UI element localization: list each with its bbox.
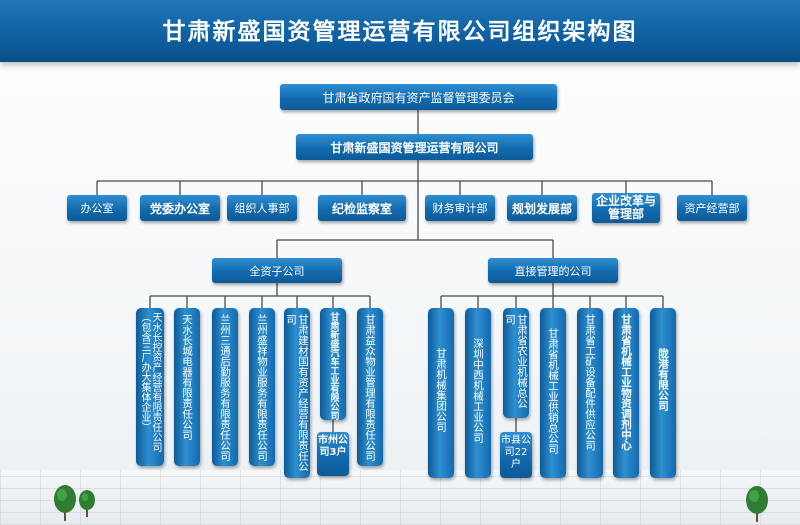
dept-reform: 企业改革与管理部 [592,193,660,223]
group-wholly-owned: 全资子公司 [212,258,342,283]
direct-company-6: 甘肃省机械工业物资调剂中心 [613,308,639,478]
dept-hr: 组织人事部 [227,195,297,221]
page-title: 甘肃新盛国资管理运营有限公司组织架构图 [162,19,638,45]
direct-sub-box: 市县公司22户 [500,432,532,478]
wholly-company-4: 兰州盛祥物业服务有限责任公司 [249,308,275,466]
floor-grid [0,470,800,525]
dept-planning: 规划发展部 [507,195,577,221]
tree-icon [79,490,95,517]
wholly-sub-box: 市州公司3户 [317,432,349,476]
dept-assets: 资产经营部 [677,195,747,221]
direct-company-3: 甘肃省农业机械总公司 [503,308,529,418]
direct-company-5: 甘肃省工矿设备配件供应公司 [577,308,603,478]
wholly-company-3: 兰州三通后勤服务有限责任公司 [212,308,238,466]
direct-company-4: 甘肃省机械工业供销总公司 [540,308,566,478]
wholly-company-1: 天水长控资产经营有限责任公司（包含三厂办大集体企业） [136,308,164,466]
wholly-company-7: 甘肃益众物业管理有限责任公司 [357,308,383,466]
dept-office: 办公室 [67,195,127,221]
dept-party-office: 党委办公室 [140,195,220,221]
supervisor-box: 甘肃省政府国有资产监督管理委员会 [280,84,557,110]
tree-icon [746,486,768,522]
header-banner: 甘肃新盛国资管理运营有限公司组织架构图 [0,0,800,62]
direct-company-7: 陇港有限公司 [650,308,676,478]
dept-discipline: 纪检监察室 [318,195,406,221]
company-box: 甘肃新盛国资管理运营有限公司 [296,134,533,160]
group-direct: 直接管理的公司 [488,258,618,283]
wholly-company-6: 甘肃新盛汽车工业有限公司 [320,308,346,420]
direct-company-1: 甘肃机械集团公司 [428,308,454,478]
wholly-company-2: 天水长城电器有限责任公司 [174,308,200,466]
tree-icon [54,485,76,521]
dept-finance: 财务审计部 [425,195,495,221]
wholly-company-5: 甘肃建材国有资产经营有限责任公司 [284,308,310,478]
direct-company-2: 深圳中西机械工业公司 [465,308,491,478]
